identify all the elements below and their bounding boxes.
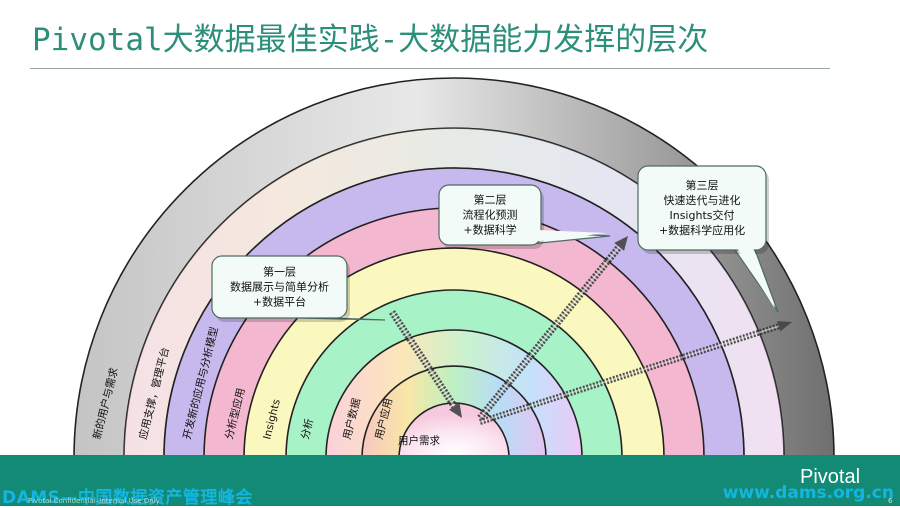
callout-2-line-2: +数据科学 xyxy=(463,223,516,237)
callout-1-line-0: 第一层 xyxy=(263,265,296,279)
footer-bar xyxy=(0,455,900,506)
callout-3-line-1: 快速迭代与进化 xyxy=(664,193,741,207)
title-divider xyxy=(30,68,830,69)
callout-2-line-0: 第二层 xyxy=(474,193,507,207)
concentric-arcs xyxy=(73,77,835,459)
arrow-layer-two xyxy=(477,236,628,421)
callouts: 第一层数据展示与简单分析+数据平台第二层流程化预测+数据科学第三层快速迭代与进化… xyxy=(211,165,779,322)
callout-3-line-0: 第三层 xyxy=(686,178,719,192)
callout-1-line-1: 数据展示与简单分析 xyxy=(230,280,329,294)
arrow-layer-three xyxy=(479,321,792,425)
band-label-5: 分析 xyxy=(298,417,316,441)
arrows xyxy=(389,236,792,425)
arrow-layer-one xyxy=(389,310,462,418)
footer-confidential: Pivotal Confidential–Internal Use Only xyxy=(28,497,160,505)
footer-website: www.dams.org.cn xyxy=(722,483,894,503)
page-title: Pivotal大数据最佳实践-大数据能力发挥的层次 xyxy=(32,22,709,58)
brand-logo: Pivotal xyxy=(800,466,861,488)
callout-3-line-3: +数据科学应用化 xyxy=(659,223,745,237)
callout-3-line-2: Insights交付 xyxy=(669,208,734,222)
footer-event-name: DAMS—中国数据资产管理峰会 xyxy=(2,488,253,508)
page-number: 6 xyxy=(888,497,893,505)
core-label: 用户需求 xyxy=(398,434,440,447)
callout-1-line-2: +数据平台 xyxy=(253,295,306,309)
callout-2-line-1: 流程化预测 xyxy=(463,208,518,222)
